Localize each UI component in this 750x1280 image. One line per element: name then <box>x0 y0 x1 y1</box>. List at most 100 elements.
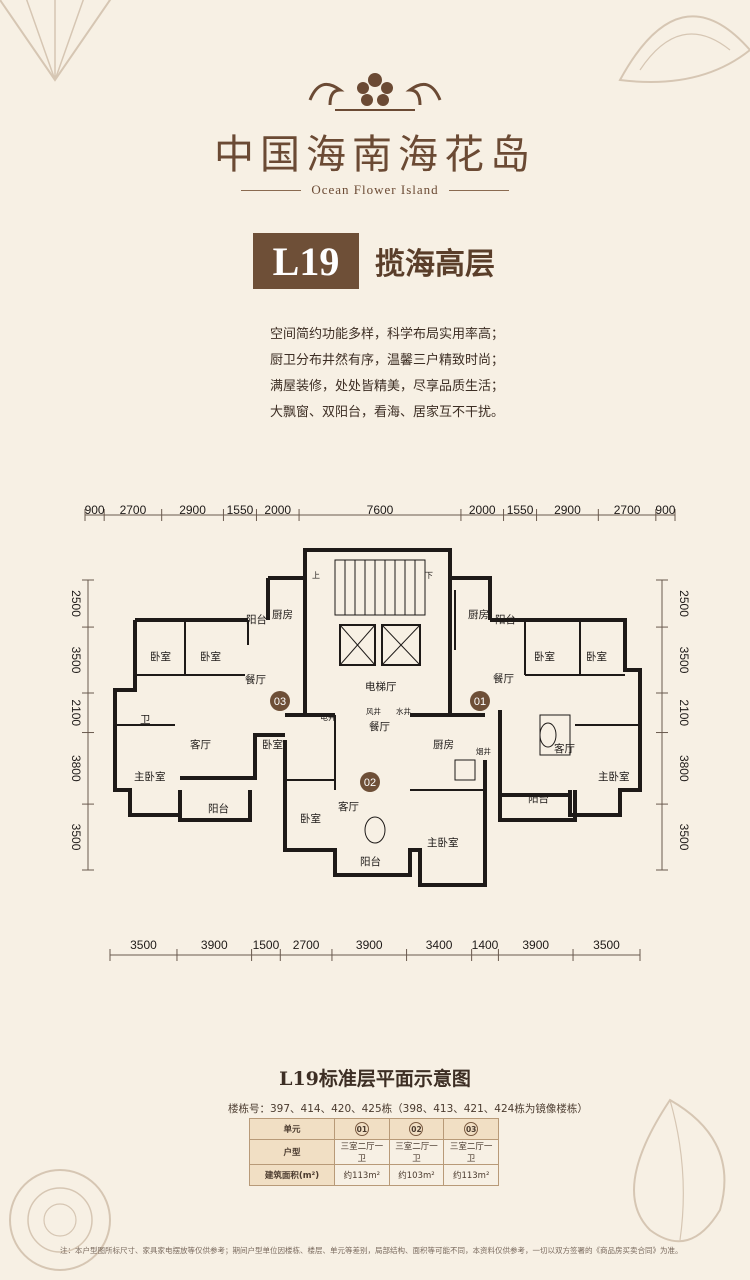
floor-plan-walls <box>113 548 642 887</box>
room-label-dining: 餐厅 <box>245 673 266 686</box>
table-row: 户型 三室二厅一卫 三室二厅一卫 三室二厅一卫 <box>249 1139 499 1165</box>
table-cell: 户型 <box>249 1139 335 1165</box>
dimension-label: 2900 <box>554 503 581 517</box>
shell-decoration-bottom-left <box>9 1169 111 1271</box>
room-label-living: 客厅 <box>338 800 359 813</box>
table-cell: 建筑面积(m²) <box>249 1164 335 1186</box>
room-label-bedroom: 卧室 <box>300 812 321 825</box>
room-label-master-bedroom: 主卧室 <box>598 770 630 783</box>
table-cell: 约113m² <box>443 1164 499 1186</box>
dimension-label: 900 <box>655 503 675 517</box>
unit-title: L19 揽海高层 <box>253 233 495 289</box>
room-label-kitchen: 厨房 <box>468 608 489 621</box>
dimension-label: 2700 <box>293 938 320 952</box>
description-line: 大飘窗、双阳台，看海、居家互不干扰。 <box>270 405 505 420</box>
table-header-cell: 单元 <box>249 1118 335 1140</box>
room-label-balcony: 阳台 <box>246 613 267 626</box>
dimension-label: 2700 <box>120 503 147 517</box>
dimension-label: 1550 <box>507 503 534 517</box>
brand-logo: 中国海南海花岛 Ocean Flower Island <box>0 70 750 198</box>
dimension-label: 3500 <box>677 824 691 851</box>
table-cell: 约103m² <box>388 1164 445 1186</box>
unit-badge: 03 <box>464 1122 479 1136</box>
floor-plan: 900 2700 2900 1550 2000 7600 2000 1550 2900 2700 9… <box>69 503 691 961</box>
dimension-label: 1550 <box>227 503 254 517</box>
dimension-label: 3500 <box>677 647 691 674</box>
dimension-label: 900 <box>85 503 105 517</box>
shell-decoration-bottom-right <box>633 1098 726 1243</box>
dimension-label: 2000 <box>469 503 496 517</box>
plan-caption: L19标准层平面示意图 <box>279 1068 471 1090</box>
dimension-label: 3500 <box>593 938 620 952</box>
room-label-kitchen: 厨房 <box>433 738 454 751</box>
unit-marker-03: 03 <box>270 691 290 711</box>
dimension-label: 2700 <box>614 503 641 517</box>
room-label-balcony: 阳台 <box>528 792 549 805</box>
unit-type: 揽海高层 <box>375 247 495 282</box>
dimension-label: 1400 <box>472 938 499 952</box>
shell-decoration-top-left <box>0 0 112 82</box>
room-label-balcony: 阳台 <box>360 855 381 868</box>
svg-text:03: 03 <box>274 696 286 708</box>
room-label-bedroom: 卧室 <box>534 650 555 663</box>
table-header-cell: 02 <box>388 1118 445 1140</box>
table-header-cell: 03 <box>443 1118 499 1140</box>
room-label-wind-well: 风井 <box>366 706 381 716</box>
dimension-label: 2500 <box>677 590 691 617</box>
description: 空间简约功能多样，科学布局实用率高； 厨卫分布井然有序，温馨三户精致时尚； 满屋… <box>270 322 504 426</box>
table-row: 单元 01 02 03 <box>249 1118 499 1140</box>
room-label-balcony: 阳台 <box>495 613 516 626</box>
dimension-label: 3900 <box>201 938 228 952</box>
unit-badge: 02 <box>409 1122 424 1136</box>
dimension-label: 2100 <box>677 699 691 726</box>
disclaimer: 注：本户型图所标尺寸、家具家电摆放等仅供参考；期间户型单位因楼栋、楼层、单元等差… <box>60 1246 683 1255</box>
room-label-elevator-hall: 电梯厅 <box>365 680 397 693</box>
dimension-label: 3800 <box>677 755 691 782</box>
right-dimension-line: 2500 3500 2100 3800 3500 <box>656 579 691 871</box>
room-label-dining: 餐厅 <box>493 672 514 685</box>
room-label-dining: 餐厅 <box>369 720 390 733</box>
dimension-label: 3500 <box>69 824 83 851</box>
dimension-label: 3900 <box>522 938 549 952</box>
room-label-bedroom: 卧室 <box>262 738 283 751</box>
brand-name-cn: 中国海南海花岛 <box>214 132 536 178</box>
room-label-bedroom: 卧室 <box>150 650 171 663</box>
room-label-kitchen: 厨房 <box>272 608 293 621</box>
room-label-shaft: 电井 <box>320 712 336 722</box>
description-line: 空间简约功能多样，科学布局实用率高； <box>270 327 505 342</box>
table-cell: 三室二厅一卫 <box>334 1139 390 1165</box>
dimension-label: 2900 <box>179 503 206 517</box>
room-label-bedroom: 卧室 <box>200 650 221 663</box>
unit-marker-01: 01 <box>470 691 490 711</box>
dimension-label: 3500 <box>69 647 83 674</box>
dimension-label: 2000 <box>264 503 291 517</box>
dimension-label: 2100 <box>69 699 83 726</box>
table-cell: 三室二厅一卫 <box>443 1139 499 1165</box>
room-label-bedroom: 卧室 <box>586 650 607 663</box>
dimension-label: 1500 <box>253 938 280 952</box>
unit-marker-02: 02 <box>360 772 380 792</box>
room-label-living: 客厅 <box>190 738 211 751</box>
floor-plan-partitions <box>115 559 640 844</box>
room-label-balcony: 阳台 <box>208 802 229 815</box>
room-label-bathroom: 卫 <box>140 714 151 726</box>
unit-badge: 01 <box>354 1122 369 1136</box>
dimension-label: 2500 <box>69 590 83 617</box>
stair-down-mark: 下 <box>425 571 433 580</box>
unit-code: L19 <box>253 233 359 289</box>
room-label-master-bedroom: 主卧室 <box>427 836 459 849</box>
dimension-label: 3500 <box>130 938 157 952</box>
dimension-label: 7600 <box>367 503 394 517</box>
room-label-water-well: 水井 <box>396 706 411 716</box>
stair-up-mark: 上 <box>312 571 320 580</box>
room-label-smoke-well: 烟井 <box>476 746 491 756</box>
svg-text:01: 01 <box>474 696 486 708</box>
svg-text:02: 02 <box>364 777 376 789</box>
brand-name-en: Ocean Flower Island <box>311 182 439 197</box>
description-line: 厨卫分布井然有序，温馨三户精致时尚； <box>270 353 505 368</box>
shell-decoration-top-right <box>618 15 750 83</box>
building-numbers: 楼栋号：397、414、420、425栋（398、413、421、424栋为镜像… <box>228 1103 588 1115</box>
